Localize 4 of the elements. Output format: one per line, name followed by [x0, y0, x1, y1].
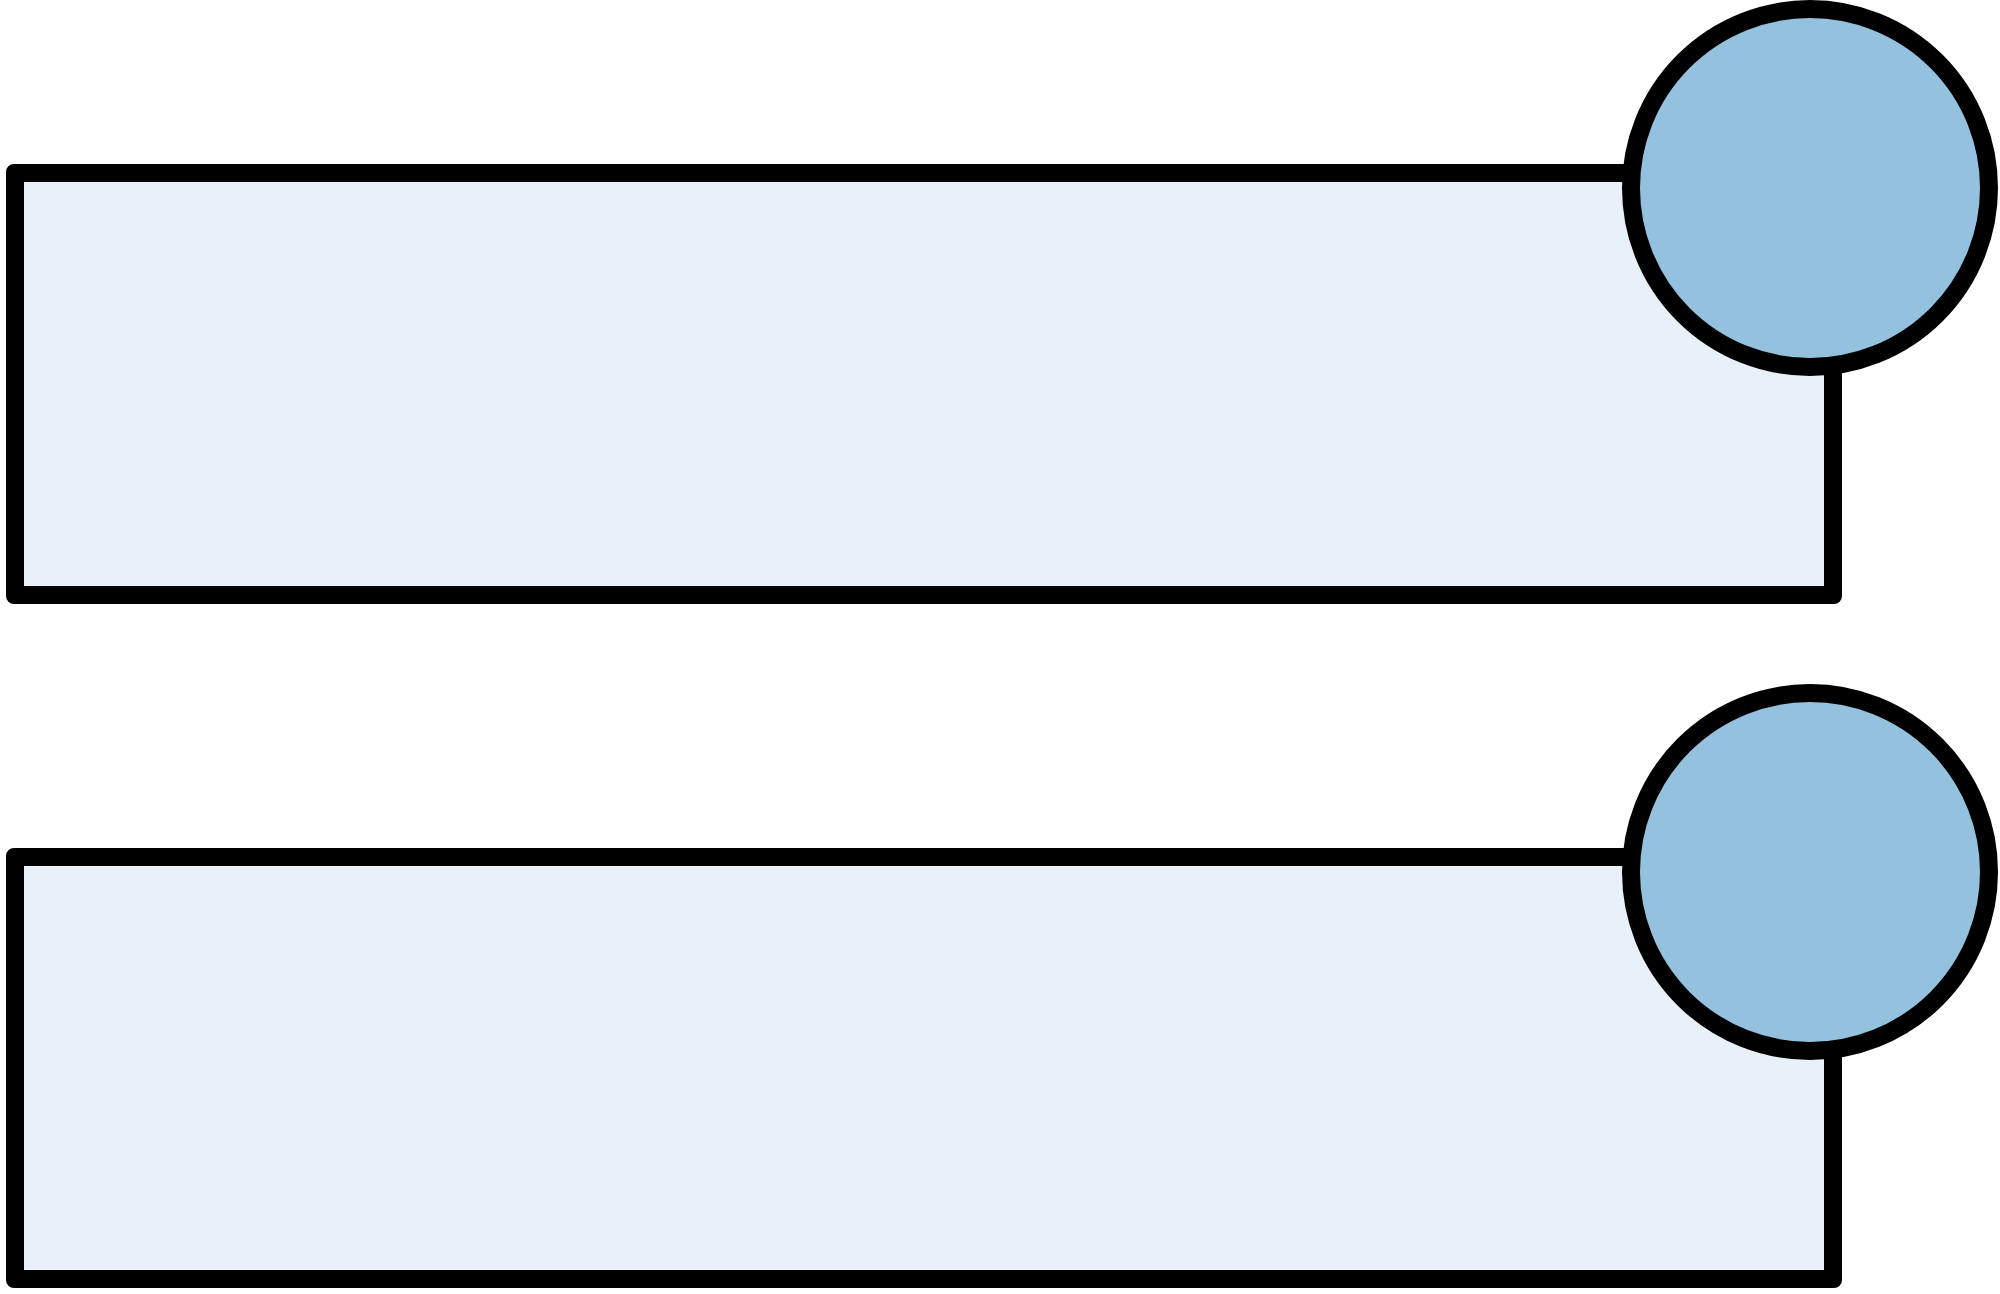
- banner-panel: [6, 164, 1842, 604]
- banner-panel: [6, 848, 1842, 1288]
- circle-marker: [1622, 0, 1998, 376]
- circle-marker: [1622, 684, 1998, 1060]
